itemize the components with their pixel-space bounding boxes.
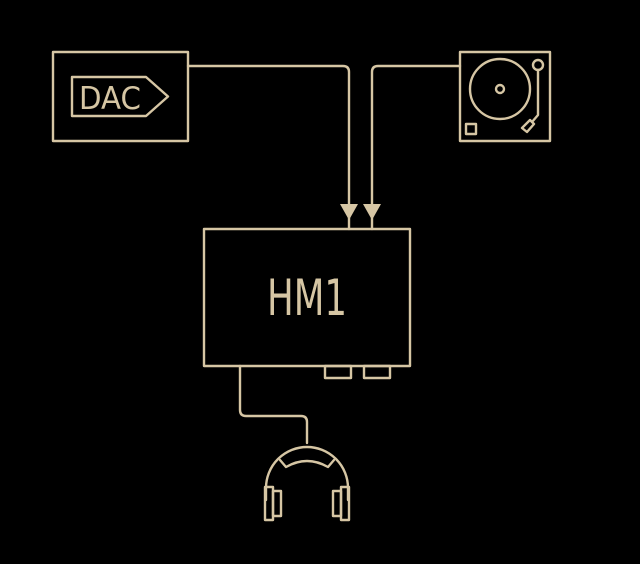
headphones-icon	[263, 445, 351, 522]
dac-arrow-icon	[70, 75, 170, 118]
turntable-icon	[464, 57, 545, 136]
dac-label: DAC	[79, 81, 141, 117]
dac-node: DAC	[51, 50, 190, 143]
turntable-cable	[370, 64, 462, 212]
dac-cable	[186, 64, 351, 212]
hm1-label: HM1	[267, 269, 347, 327]
input-arrow-icon	[340, 204, 358, 220]
input-arrow-icon	[363, 204, 381, 220]
headphone-cable	[238, 364, 309, 445]
output-port	[362, 364, 392, 380]
turntable-node	[458, 50, 552, 143]
hm1-node: HM1	[202, 227, 412, 380]
output-port	[323, 364, 353, 380]
